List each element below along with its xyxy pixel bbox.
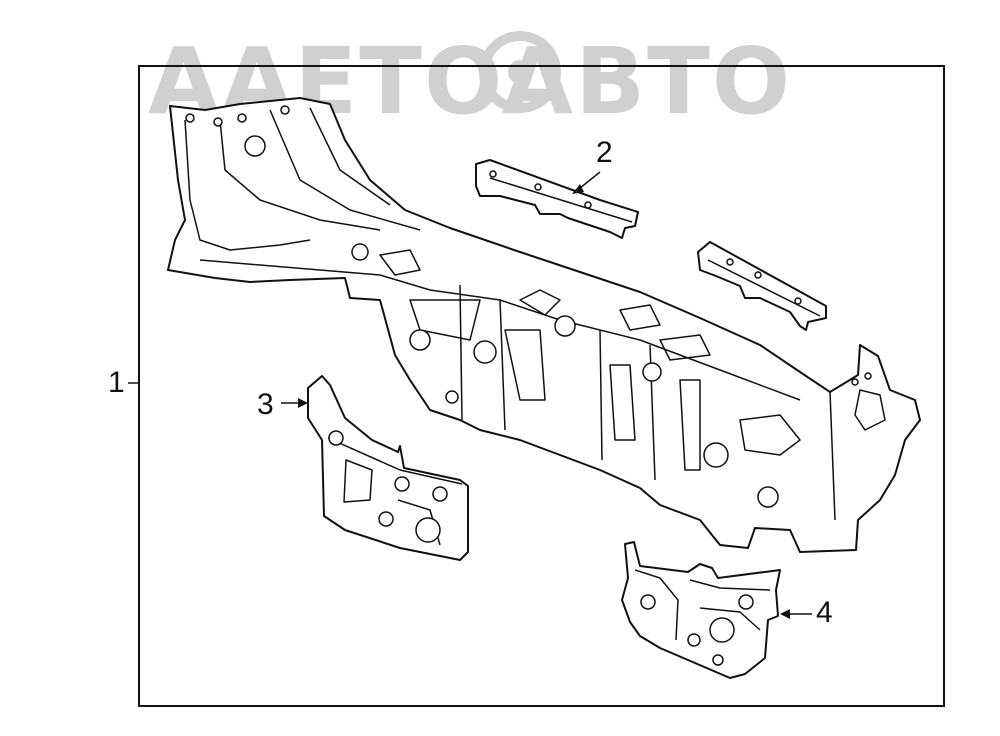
- callout-2-arrowhead: [572, 184, 584, 194]
- callout-3-label: 3: [257, 388, 274, 421]
- diagram-frame: [138, 65, 945, 707]
- callout-4-label: 4: [816, 596, 833, 629]
- callout-3-arrowhead: [298, 398, 308, 408]
- callout-1-label: 1: [108, 366, 125, 399]
- part-3-side-bracket: [281, 375, 469, 561]
- part-4-lower-bracket: [621, 541, 812, 679]
- callout-4-arrowhead: [780, 609, 790, 619]
- part-2-upper-brackets: [475, 159, 827, 331]
- part-1-rear-panel: [167, 97, 921, 553]
- callout-2-label: 2: [596, 136, 613, 169]
